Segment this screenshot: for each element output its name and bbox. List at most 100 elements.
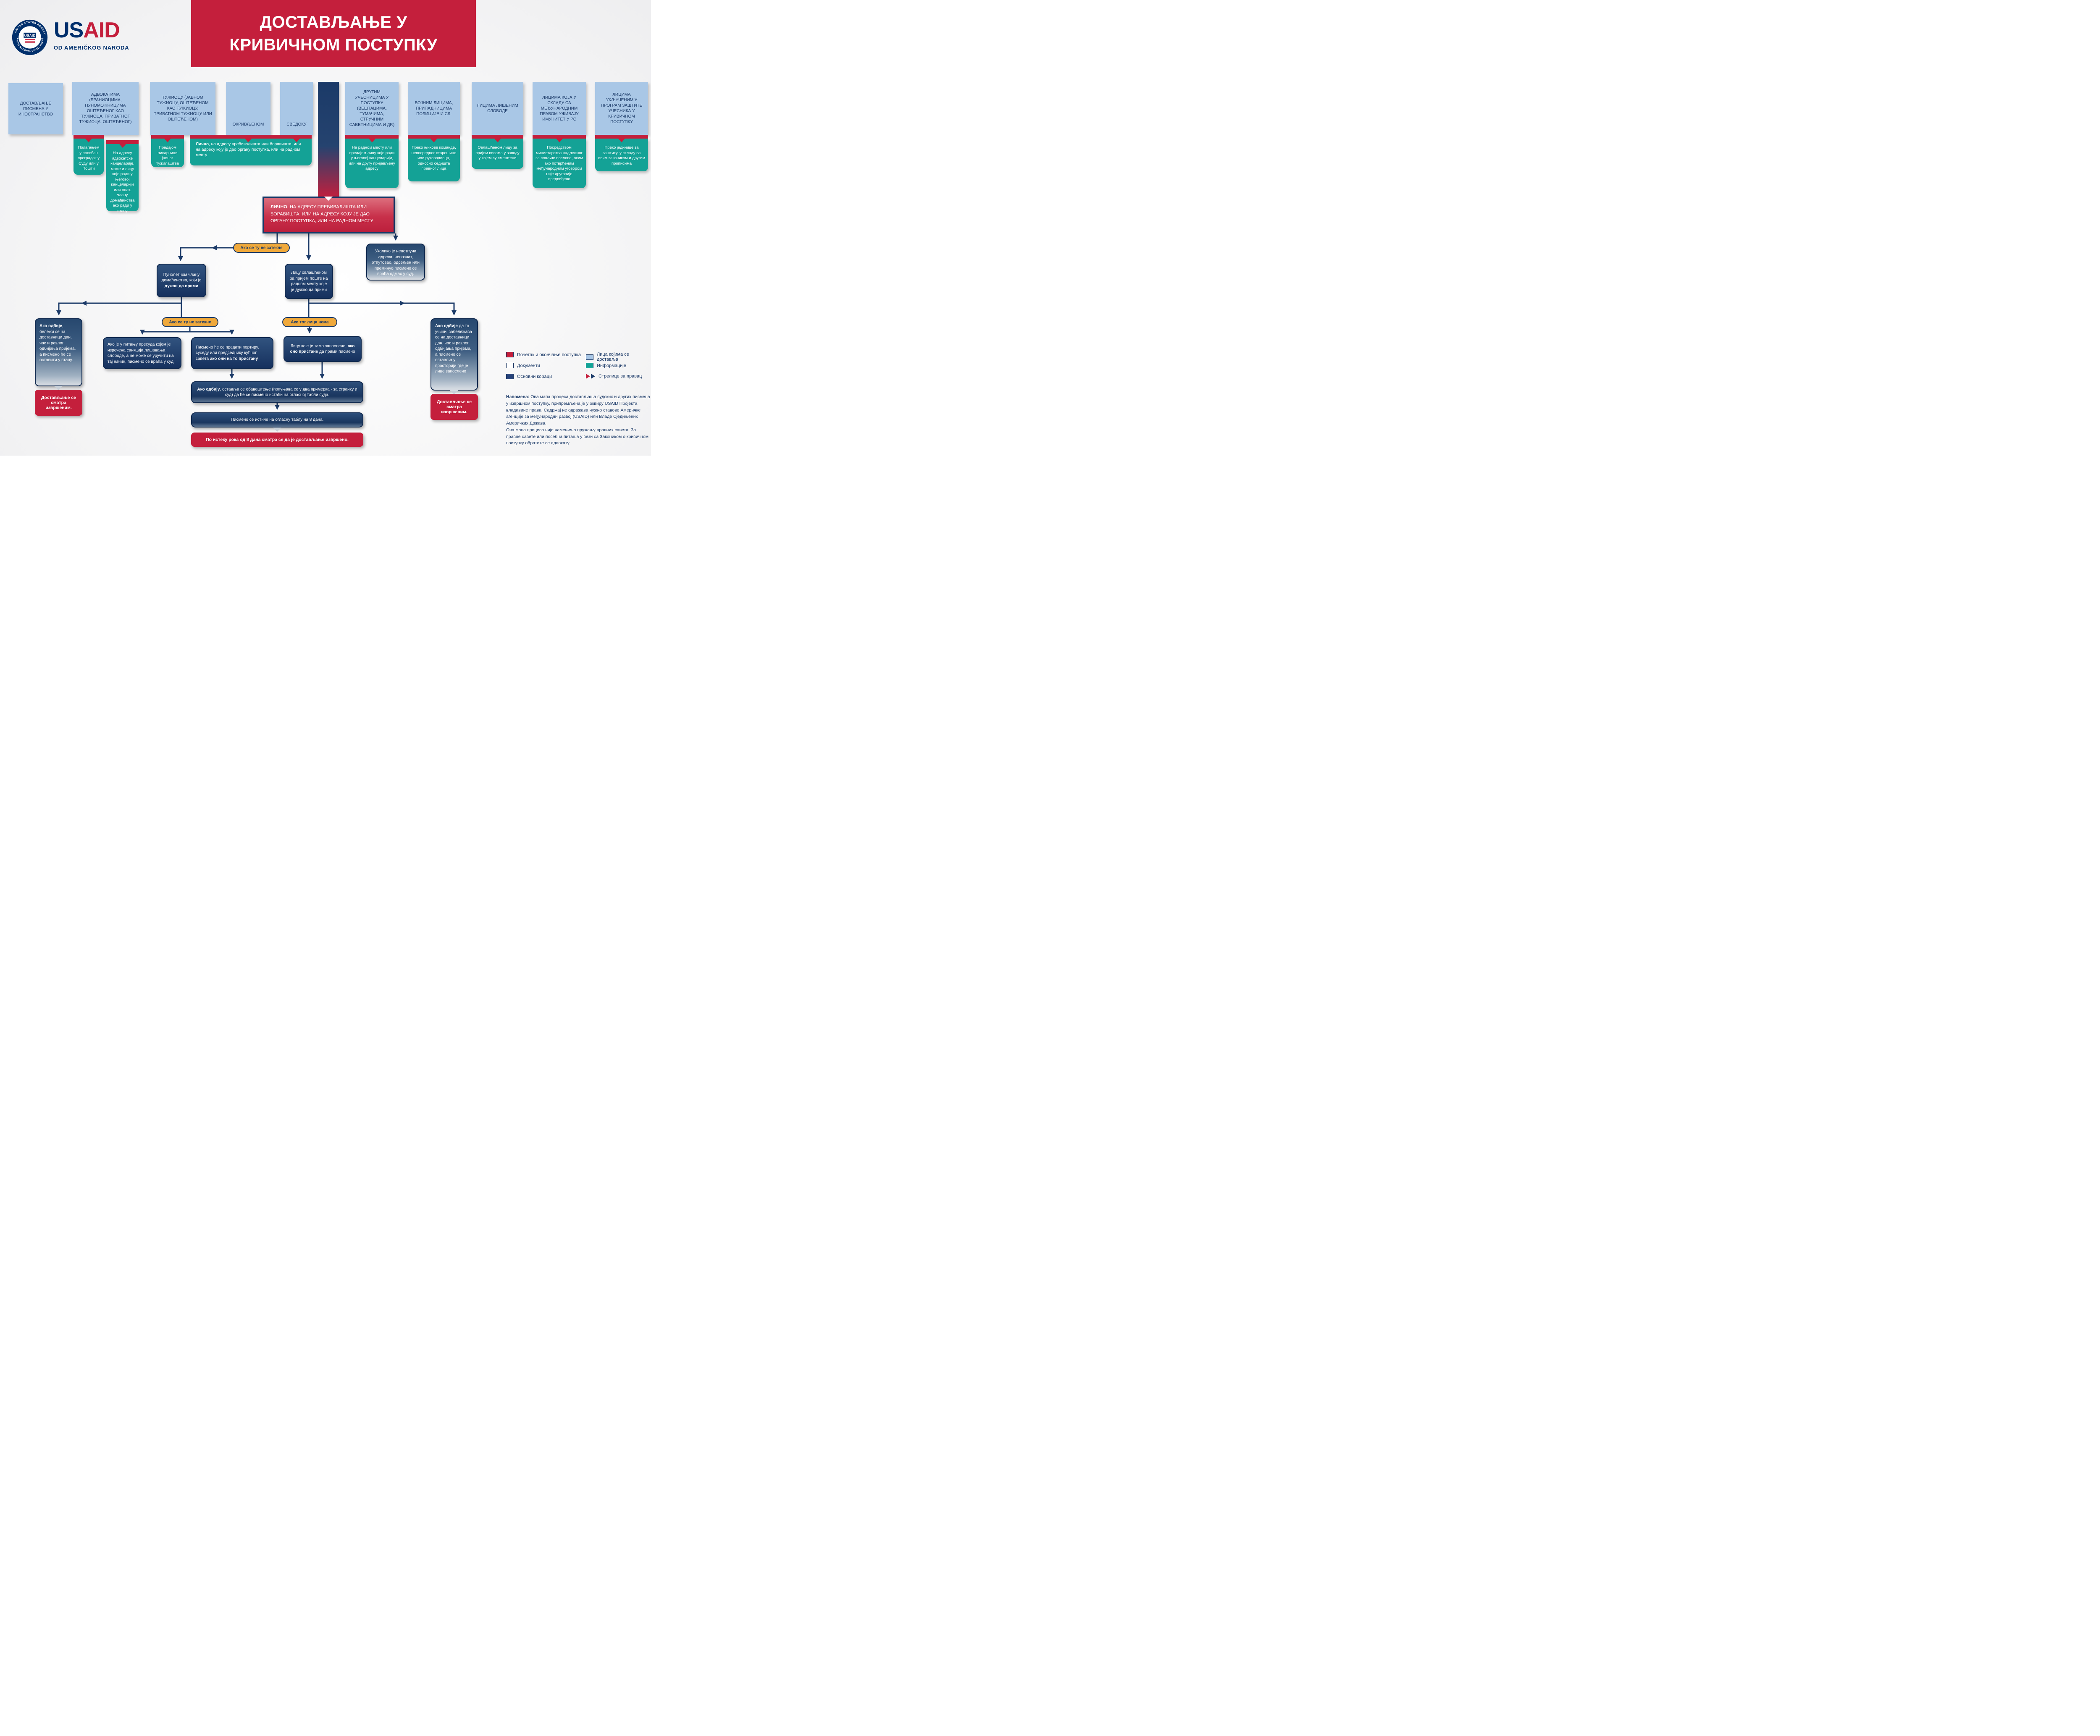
flow-node-employed-person: Лицу које је тамо запослено, ако оно при… xyxy=(284,336,362,362)
recipient-deprived-of-liberty: ЛИЦИМА ЛИШЕНИМ СЛОБОДЕ xyxy=(472,82,523,135)
adult-member-text: Пунолетном члану домаћинства, који је xyxy=(161,272,202,283)
red-connector-arrow xyxy=(408,135,460,142)
svg-text:★: ★ xyxy=(17,37,19,40)
flow-node-hand-to-porter: Писмено ће се предати портиру, суседу ил… xyxy=(191,337,273,369)
info-prosecutor: Предајом писарници јавног тужилаштва xyxy=(151,139,184,167)
usaid-brand-aid: AID xyxy=(83,18,120,42)
flow-node-authorized-person: Лицу овлашћеном за пријем поште на радно… xyxy=(285,264,333,299)
recipient-foreign-delivery: ДОСТАВЉАЊЕ ПИСМЕНА У ИНОСТРАНСТВО xyxy=(8,83,63,134)
flow-node-refusal-left: Ако одбије, бележи се на доставници дан,… xyxy=(35,318,82,386)
recipient-other-participants: ДРУГИМ УЧЕСНИЦИМА У ПОСТУПКУ (ВЕШТАЦИМА,… xyxy=(345,82,399,135)
legend-swatch-information xyxy=(586,363,593,368)
info-attorneys-court-box: Полагањем у посебан преградак у Суду или… xyxy=(74,139,104,175)
red-connector-arrow xyxy=(151,135,184,142)
porter-text: Писмено ће се предати портиру, суседу ил… xyxy=(196,345,259,361)
recipient-defendant: ОКРИВЉЕНОМ xyxy=(226,82,270,135)
employed-bold: ако оно пристане xyxy=(290,344,355,354)
flow-node-posted-on-board: Писмено се истиче на огласну таблу на 8 … xyxy=(191,412,363,427)
legend-label-start-end: Почетак и окончање поступка xyxy=(517,352,581,357)
legend-label-information: Информације xyxy=(597,363,626,368)
note-label: Напомена: xyxy=(506,394,530,399)
employed-text-pre: Лицу које је тамо запослено, xyxy=(290,344,348,349)
down-arrow xyxy=(54,386,63,390)
end-box-delivery-done-right: Достављање се сматра извршеним. xyxy=(430,394,478,420)
legend-swatch-documents xyxy=(506,363,514,368)
legend-item-start-end: Почетак и окончање поступка xyxy=(506,352,581,357)
legend-label-arrows: Стрелице за правац xyxy=(598,374,642,379)
poster: ДОСТАВЉАЊЕ У КРИВИЧНОМ ПОСТУПКУ UNITED S… xyxy=(0,0,651,456)
down-arrow xyxy=(273,427,281,432)
recipient-protection-program: ЛИЦИМА УКЉУЧЕНИМ У ПРОГРАМ ЗАШТИТЕ УЧЕСН… xyxy=(595,82,648,135)
flow-node-personal-lead: ЛИЧНО xyxy=(270,205,287,210)
legend-label-recipients: Лица којима се доставља xyxy=(597,352,629,362)
white-arrow-down xyxy=(324,197,333,201)
end-box-delivery-done-left: Достављање се сматра извршеним. xyxy=(35,390,82,416)
red-connector-arrow xyxy=(472,135,523,142)
page-title-line1: ДОСТАВЉАЊЕ У xyxy=(260,13,407,31)
info-protection-program: Преко јединице за заштиту, у складу са о… xyxy=(595,139,648,171)
condition-pill-no-person: Ако тог лица нема xyxy=(282,317,337,327)
refusal-right-text: да то учини, забележава се на доставници… xyxy=(435,324,472,374)
central-flow-column xyxy=(318,82,339,199)
info-military-police: Преко њихове команде, непосредног стареш… xyxy=(408,139,460,181)
legend-swatch-basic-steps xyxy=(506,374,514,379)
flow-node-personal-rest: , НА АДРЕСУ ПРЕБИВАЛИШТА ИЛИ БОРАВИШТА, … xyxy=(270,205,373,223)
employed-text-post: да прими писмено xyxy=(318,349,355,354)
adult-member-bold: дужан да прими xyxy=(164,283,199,288)
legend-item-basic-steps: Основни кораци xyxy=(506,374,552,379)
recipient-immunity: ЛИЦИМА КОЈА У СКЛАДУ СА МЕЂУНАРОДНИМ ПРА… xyxy=(533,82,586,135)
red-connector-arrow xyxy=(245,139,252,142)
recipient-military-police: ВОЈНИМ ЛИЦИМА, ПРИПАДНИЦИМА ПОЛИЦИЈЕ И С… xyxy=(408,82,460,135)
title-banner: ДОСТАВЉАЊЕ У КРИВИЧНОМ ПОСТУПКУ xyxy=(191,0,476,67)
red-connector-arrow xyxy=(345,135,399,142)
recipient-attorneys: АДВОКАТИМА (БРАНИОЦИМА, ПУНОМОЋНИЦИМА ОШ… xyxy=(72,82,139,135)
legend-item-arrows: Стрелице за правац xyxy=(586,374,642,379)
flow-node-personal-delivery: ЛИЧНО, НА АДРЕСУ ПРЕБИВАЛИШТА ИЛИ БОРАВИ… xyxy=(262,197,395,233)
notice-bold: Ако одбију xyxy=(197,387,220,392)
legend-swatch-recipients xyxy=(586,354,593,360)
condition-pill-not-found-2: Ако се ту не затекне xyxy=(162,317,218,327)
refusal-left-text: , бележи се на доставници дан, час и раз… xyxy=(39,324,76,362)
svg-text:★: ★ xyxy=(41,37,43,40)
usaid-seal-icon: UNITED STATES AGENCY INTERNATIONAL DEVEL… xyxy=(12,19,48,55)
red-connector-arrow xyxy=(595,135,648,142)
legend-label-basic-steps: Основни кораци xyxy=(517,374,552,379)
direction-arrows-icon xyxy=(586,374,595,379)
usaid-logo: UNITED STATES AGENCY INTERNATIONAL DEVEL… xyxy=(12,19,129,55)
refusal-left-bold: Ако одбије xyxy=(39,324,62,328)
info-defendant-witness-lead: Лично xyxy=(196,142,209,147)
down-arrow xyxy=(450,390,458,394)
info-defendant-witness-rest: , на адресу пребивалишта или боравишта, … xyxy=(196,142,301,158)
red-connector-arrow xyxy=(106,140,139,148)
red-connector-arrow xyxy=(533,135,586,142)
legend-item-information: Информације xyxy=(586,363,626,368)
red-connector-arrow xyxy=(74,135,104,142)
flow-connector-lines xyxy=(56,233,457,410)
red-connector-band xyxy=(190,135,312,139)
flow-node-refusal-right: Ако одбије да то учини, забележава се на… xyxy=(430,318,478,391)
usaid-brand-text: USAID xyxy=(54,19,129,41)
red-connector-arrow xyxy=(293,139,300,142)
legend-item-recipients: Лица којима се доставља xyxy=(586,352,651,362)
page-title-line2: КРИВИЧНОМ ПОСТУПКУ xyxy=(229,36,438,54)
info-immunity: Посредством министарства надлежног за сп… xyxy=(533,139,586,188)
flow-node-incomplete-address: Уколико је непотпуна адреса, непознат, о… xyxy=(366,244,425,281)
info-other-participants: На радном месту или предајом лицу које р… xyxy=(345,139,399,188)
condition-pill-not-found-1: Ако се ту не затекне xyxy=(233,243,290,253)
legend-swatch-start-end xyxy=(506,352,514,357)
info-deprived-of-liberty: Овлашћеном лицу за пријем писама у завод… xyxy=(472,139,523,169)
flow-node-verdict-returned: Ако је у питању пресуда којом је изречен… xyxy=(103,337,181,369)
note-paragraph-1: Напомена: Ова мапа процеса достављања су… xyxy=(506,394,651,427)
flow-node-notice-left: Ако одбију, оставља се обавештење (попуњ… xyxy=(191,381,363,403)
note: Напомена: Ова мапа процеса достављања су… xyxy=(506,394,651,447)
usaid-brand-us: US xyxy=(54,18,84,42)
note-text-1: Ова мапа процеса достављања судских и др… xyxy=(506,394,650,426)
seal-usaid-label: USAID xyxy=(24,33,36,37)
legend-item-documents: Документи xyxy=(506,363,540,368)
usaid-tagline: OD AMERIČKOG NARODA xyxy=(54,45,129,51)
note-paragraph-2: Ова мапа процеса није намењена пружању п… xyxy=(506,427,648,446)
refusal-right-bold: Ако одбије xyxy=(435,324,458,328)
flow-node-adult-household-member: Пунолетном члану домаћинства, који је ду… xyxy=(157,264,206,297)
page-title: ДОСТАВЉАЊЕ У КРИВИЧНОМ ПОСТУПКУ xyxy=(229,11,437,56)
end-box-after-deadline: По истеку рока од 8 дана сматра се да је… xyxy=(191,433,363,447)
